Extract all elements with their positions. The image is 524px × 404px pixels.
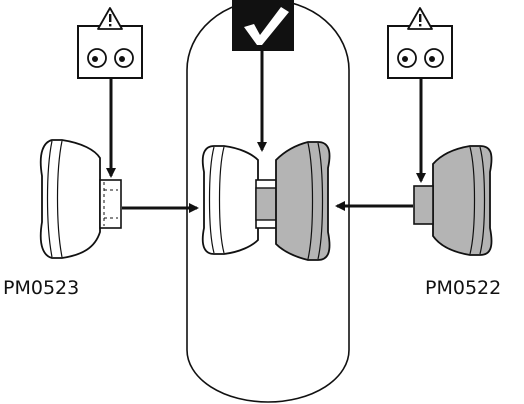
warning-sign-left: [77, 7, 143, 79]
eyes-icon: [397, 48, 444, 68]
checkmark-icon: [232, 0, 294, 51]
label-pm0522: PM0522: [425, 277, 501, 299]
label-pm0523: PM0523: [3, 277, 79, 299]
part-pm0523: [39, 139, 122, 259]
correct-assembly-capsule: [186, 0, 350, 403]
warning-triangle-icon: [97, 7, 123, 30]
warning-sign-right: [387, 7, 453, 79]
assembled-parts: [201, 141, 331, 261]
part-pm0522: [413, 145, 493, 256]
eyes-icon: [87, 48, 134, 68]
warning-triangle-icon: [407, 7, 433, 30]
